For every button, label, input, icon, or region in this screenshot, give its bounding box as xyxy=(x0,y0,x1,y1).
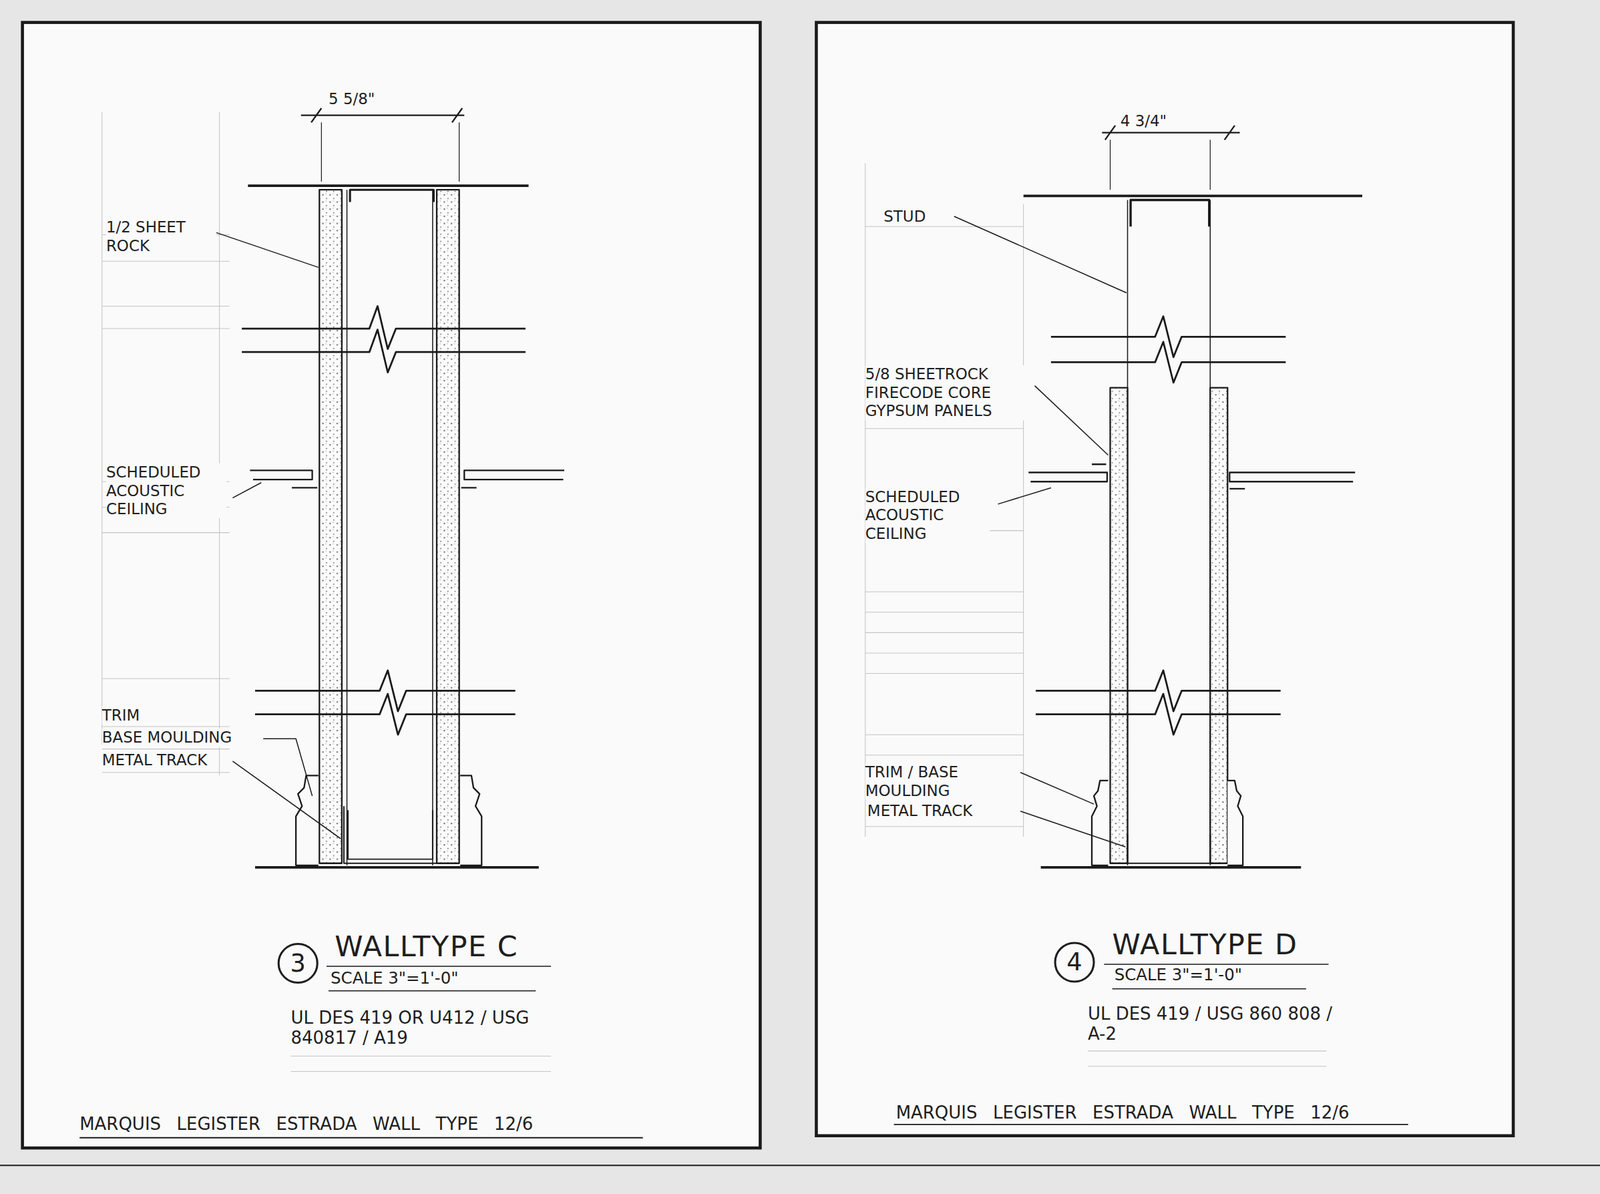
wall-type-c-section-part xyxy=(461,470,565,488)
wall-type-c-section-part xyxy=(247,184,529,187)
lettering-guides xyxy=(102,112,1327,1072)
wall-type-d-section-part xyxy=(1041,866,1302,869)
wall-type-c-section-part xyxy=(460,775,482,865)
leader-lines-part xyxy=(954,216,1127,294)
wall-type-d-section-part xyxy=(1023,194,1363,197)
drawing-title: WALLTYPE D xyxy=(1112,927,1299,962)
wall-type-c-section-part xyxy=(343,806,437,864)
title-block: MARQUIS LEGISTER ESTRADA WALL TYPE 12/6 xyxy=(79,1113,533,1134)
callout-label: METAL TRACK xyxy=(867,802,973,821)
callout-label: TRIM / BASE MOULDING xyxy=(865,763,1014,800)
scale-note: SCALE 3"=1'-0" xyxy=(1114,965,1243,985)
wall-type-c-section-part xyxy=(241,305,526,349)
wall-type-d-section-part xyxy=(1127,834,1211,864)
paper-part xyxy=(22,22,761,1148)
wall-type-c-section-part xyxy=(249,470,318,488)
wall-type-c-section-part xyxy=(79,1137,643,1139)
wall-type-c-section-part xyxy=(347,189,433,866)
paper-part xyxy=(0,1164,1600,1166)
rating-note: UL DES 419 OR U412 / USG 840817 / A19 xyxy=(290,1007,558,1049)
wall-type-d-section-part xyxy=(1229,472,1355,489)
lettering-guides-part xyxy=(102,112,230,776)
leader-lines-part xyxy=(232,761,341,839)
wall-type-d-section-part xyxy=(1110,387,1128,864)
wall-type-c-section-part xyxy=(255,693,516,735)
wall-type-d-section-part xyxy=(1127,199,1211,865)
wall-type-d-section-part xyxy=(1035,693,1281,735)
leader-lines-part xyxy=(232,482,262,499)
drawing-title: WALLTYPE C xyxy=(334,929,519,964)
detail-number-circle: 3 xyxy=(277,942,319,984)
wall-type-d-section-part xyxy=(1051,316,1286,358)
callout-label: STUD xyxy=(883,207,926,226)
wall-type-d-section-part xyxy=(1103,964,1329,989)
callout-label: SCHEDULED ACOUSTIC CEILING xyxy=(865,487,990,543)
callout-label: TRIM xyxy=(102,705,140,725)
wall-type-d-section-part xyxy=(894,1123,1409,1126)
lettering-guides-part xyxy=(290,1051,1327,1072)
wall-type-d-section-part xyxy=(1110,139,1211,190)
scale-note: SCALE 3"=1'-0" xyxy=(330,968,459,988)
callout-label: 1/2 SHEET ROCK xyxy=(106,218,217,256)
leader-lines-part xyxy=(1020,811,1126,847)
wall-type-d-section-part xyxy=(1028,464,1108,482)
callout-label: METAL TRACK xyxy=(102,751,208,770)
lettering-guides-part xyxy=(865,162,1024,837)
callout-label: SCHEDULED ACOUSTIC CEILING xyxy=(106,463,227,519)
wall-type-c-section-part xyxy=(321,122,459,182)
wall-type-c-section-part xyxy=(241,329,526,373)
dimension: 4 3/4" xyxy=(1120,112,1167,131)
detail-number-circle: 4 xyxy=(1053,941,1095,983)
wall-type-d-section-part xyxy=(1051,341,1286,383)
leader-lines xyxy=(216,216,1127,847)
wall-type-c-section-part xyxy=(319,189,342,864)
wall-type-c-section xyxy=(79,108,643,1138)
wall-type-d-section-part xyxy=(1227,780,1243,866)
wall-type-d-section-part xyxy=(1210,387,1228,864)
leader-lines-part xyxy=(216,232,319,268)
wall-type-d-section xyxy=(894,125,1409,1125)
leader-lines-part xyxy=(263,738,312,796)
leader-lines-part xyxy=(1020,772,1094,805)
callout-label: BASE MOULDING xyxy=(102,728,232,748)
wall-type-c-section-part xyxy=(255,670,516,712)
wall-type-d-section-part xyxy=(1091,780,1108,866)
detail-number: 3 xyxy=(290,950,306,976)
paper-part xyxy=(816,22,1514,1136)
leader-lines-part xyxy=(997,487,1051,504)
wall-type-d-section-part xyxy=(1130,199,1210,227)
wall-type-c-section-part xyxy=(436,189,460,864)
wall-type-c-section-part xyxy=(326,966,551,991)
rating-note: UL DES 419 / USG 860 808 / A-2 xyxy=(1087,1003,1345,1045)
wall-type-c-section-part xyxy=(349,189,434,202)
callout-label: 5/8 SHEETROCK FIRECODE CORE GYPSUM PANEL… xyxy=(865,365,1029,421)
detail-number: 4 xyxy=(1066,950,1082,975)
wall-type-c-section-part xyxy=(255,866,539,869)
leader-lines-part xyxy=(1034,385,1108,456)
title-block: MARQUIS LEGISTER ESTRADA WALL TYPE 12/6 xyxy=(896,1101,1350,1123)
wall-type-c-section-part xyxy=(301,108,465,123)
dimension: 5 5/8" xyxy=(328,89,375,109)
